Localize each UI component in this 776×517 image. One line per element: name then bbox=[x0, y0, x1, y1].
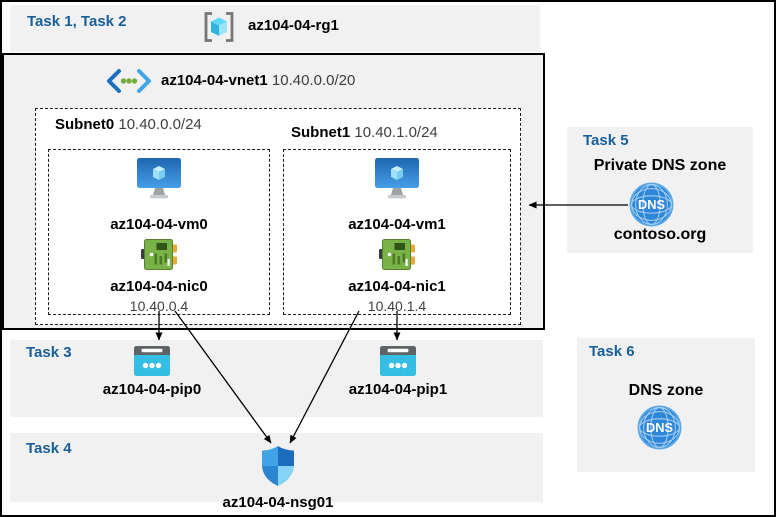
nic1-name: az104-04-nic1 bbox=[348, 278, 446, 296]
nic0-icon bbox=[141, 238, 177, 271]
dns-zone-icon-text: DNS bbox=[646, 420, 673, 435]
nic1-icon bbox=[379, 238, 415, 271]
task6-box bbox=[577, 338, 755, 472]
task1-2-band bbox=[10, 5, 540, 52]
subnet1-label: Subnet1 10.40.1.0/24 bbox=[291, 124, 438, 142]
resource-group-icon bbox=[201, 9, 237, 45]
nic1-ip: 10.40.1.4 bbox=[367, 297, 427, 314]
task1-2-label: Task 1, Task 2 bbox=[27, 13, 127, 30]
task3-band bbox=[10, 340, 543, 417]
vnet-icon bbox=[106, 68, 152, 94]
private-dns-zone-name: contoso.org bbox=[613, 226, 707, 243]
nsg-shield-icon bbox=[261, 445, 295, 487]
private-dns-icon-text: DNS bbox=[638, 197, 665, 212]
vm1-icon bbox=[374, 157, 420, 201]
subnet0-label: Subnet0 10.40.0.0/24 bbox=[55, 116, 202, 134]
subnet0-cidr: 10.40.0.0/24 bbox=[118, 116, 202, 133]
vnet-title: az104-04-vnet1 10.40.0.0/20 bbox=[161, 72, 355, 89]
vm0-icon bbox=[136, 157, 182, 201]
vnet-cidr: 10.40.0.0/20 bbox=[271, 72, 356, 89]
subnet1-cidr: 10.40.1.0/24 bbox=[354, 124, 438, 141]
dns-zone-icon: DNS bbox=[637, 405, 682, 450]
task6-label: Task 6 bbox=[589, 343, 635, 360]
nic0-name: az104-04-nic0 bbox=[110, 278, 208, 296]
private-dns-zone-title: Private DNS zone bbox=[593, 157, 727, 174]
resource-group-name: az104-04-rg1 bbox=[248, 17, 339, 34]
subnet1-name: Subnet1 bbox=[291, 124, 351, 141]
vm1-name: az104-04-vm1 bbox=[348, 216, 446, 233]
task4-label: Task 4 bbox=[26, 440, 72, 457]
subnet1-vm-group: az104-04-vm1 az104-04-nic1 10.40.1.4 bbox=[283, 149, 511, 315]
pip0-group: az104-04-pip0 bbox=[89, 346, 215, 398]
pip1-icon bbox=[380, 346, 416, 376]
vnet-name: az104-04-vnet1 bbox=[161, 72, 268, 89]
pip1-name: az104-04-pip1 bbox=[348, 381, 448, 398]
subnet0-vm-group: az104-04-vm0 az104-04-nic0 10.40.0.4 bbox=[48, 149, 270, 315]
subnet0-name: Subnet0 bbox=[55, 116, 115, 133]
pip0-name: az104-04-pip0 bbox=[102, 381, 202, 398]
pip0-icon bbox=[134, 346, 170, 376]
task5-label: Task 5 bbox=[583, 132, 629, 149]
dns-zone-title: DNS zone bbox=[628, 382, 704, 399]
task3-label: Task 3 bbox=[26, 344, 72, 361]
pip1-group: az104-04-pip1 bbox=[335, 346, 461, 398]
nic0-ip: 10.40.0.4 bbox=[129, 297, 189, 314]
nsg-name: az104-04-nsg01 bbox=[222, 494, 334, 511]
private-dns-zone-icon: DNS bbox=[629, 182, 674, 227]
vm0-name: az104-04-vm0 bbox=[110, 216, 208, 233]
nsg-group: az104-04-nsg01 bbox=[218, 445, 338, 511]
